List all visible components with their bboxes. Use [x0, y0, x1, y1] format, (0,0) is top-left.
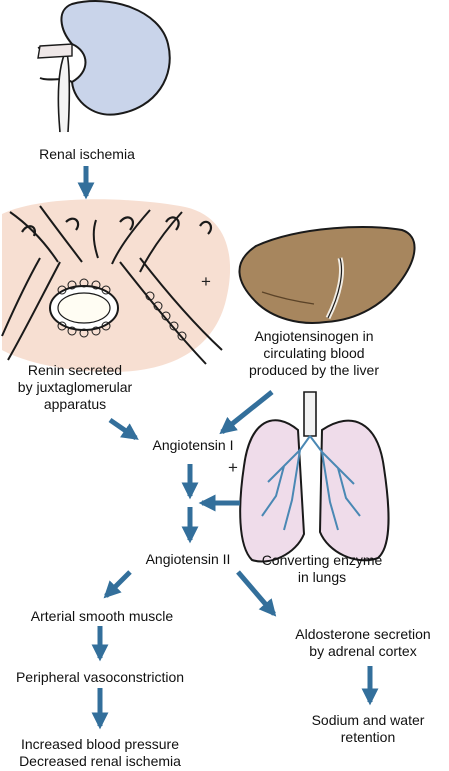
renin-label: Renin secreted by juxtaglomerular appara…: [17, 362, 133, 412]
aldosterone-label: Aldosterone secretion by adrenal cortex: [295, 626, 431, 659]
plus-sign-liver: +: [201, 272, 211, 291]
arrow-to-aldosterone: [236, 570, 277, 617]
converting-enzyme-label: Converting enzyme in lungs: [261, 552, 383, 585]
flow-arrows: [77, 166, 379, 730]
peripheral-vasoconstriction-label: Peripheral vasoconstriction: [15, 669, 185, 685]
kidney-illustration: [37, 0, 171, 133]
angiotensin-1-label: Angiotensin I: [152, 437, 234, 453]
sodium-water-label: Sodium and water retention: [311, 712, 425, 745]
outcome-label: Increased blood pressure Decreased renal…: [19, 736, 181, 769]
arrow-renin-to-angiotensin-1: [108, 417, 139, 441]
renal-ischemia-label: Renal ischemia: [39, 146, 135, 162]
juxtaglomerular-apparatus-illustration: [1, 199, 231, 372]
arterial-smooth-muscle-label: Arterial smooth muscle: [30, 608, 174, 624]
angiotensin-2-label: Angiotensin II: [145, 551, 231, 567]
liver-illustration: [238, 226, 416, 324]
arrow-to-arterial: [103, 570, 132, 599]
lungs-illustration: [239, 391, 390, 563]
plus-sign-lungs: +: [228, 458, 238, 477]
arrow-angiotensinogen-to-angiotensin-1: [219, 390, 274, 435]
angiotensinogen-label: Angiotensinogen in circulating blood pro…: [249, 328, 379, 378]
